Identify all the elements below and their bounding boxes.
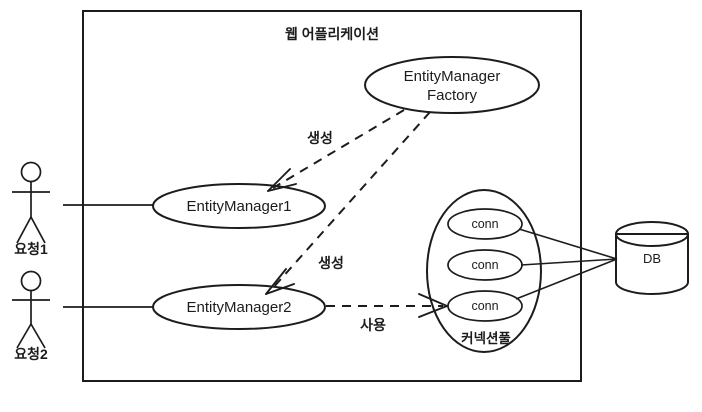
actor-head-icon (20, 161, 42, 183)
arrowhead-upper (418, 293, 448, 307)
edge-conn1-to-database (518, 228, 618, 260)
edge-label-create-1: 생성 (307, 130, 333, 146)
actor-right-leg-line (30, 323, 46, 349)
node-connection-pool[interactable]: 커넥션풀 (426, 189, 542, 353)
edge-label-create-2: 생성 (318, 255, 344, 271)
edge-label-use: 사용 (360, 317, 386, 333)
node-database[interactable]: DB (615, 221, 689, 295)
edge-conn2-to-database (520, 258, 618, 266)
connection-3[interactable]: conn (447, 290, 523, 322)
container-title: 웹 어플리케이션 (285, 26, 379, 42)
edge-entitymanager2-to-connection: 사용 (326, 293, 448, 333)
edge-factory-to-entitymanager2: 생성 (265, 111, 431, 295)
actor-2-label: 요청2 (14, 346, 48, 362)
edge-line (271, 111, 431, 290)
conn-1-label: conn (471, 217, 498, 231)
conn-2-ellipse[interactable] (447, 249, 523, 281)
arrowhead-upper (265, 268, 287, 295)
entitymanager2-ellipse[interactable] (152, 284, 326, 330)
entitymanager-factory-label-line1: EntityManager (404, 68, 501, 85)
node-entitymanager-1[interactable]: EntityManager1 (152, 183, 326, 229)
entitymanager1-label: EntityManager1 (186, 198, 291, 215)
database-body[interactable] (615, 233, 689, 295)
actor-1-label: 요청1 (14, 241, 48, 257)
conn-3-label: conn (471, 299, 498, 313)
connection-2[interactable]: conn (447, 249, 523, 281)
entitymanager-factory-label-line2: Factory (427, 87, 478, 104)
actor-head-icon (20, 270, 42, 292)
actor-request-1: 요청1 (12, 161, 50, 257)
arrowhead-lower (265, 283, 295, 295)
entitymanager1-ellipse[interactable] (152, 183, 326, 229)
conn-2-label: conn (471, 258, 498, 272)
conn-3-ellipse[interactable] (447, 290, 523, 322)
edge-line (272, 109, 405, 189)
node-entitymanager-factory[interactable]: EntityManager Factory (364, 56, 540, 114)
edge-factory-to-entitymanager1: 생성 (267, 109, 405, 192)
web-application-container: 웹 어플리케이션 (82, 10, 582, 382)
connection-pool-ellipse[interactable] (426, 189, 542, 353)
arrowhead-upper (267, 168, 291, 192)
node-entitymanager-2[interactable]: EntityManager2 (152, 284, 326, 330)
connection-1[interactable]: conn (447, 208, 523, 240)
conn-1-ellipse[interactable] (447, 208, 523, 240)
arrowhead-lower (418, 305, 448, 318)
database-top-ellipse (615, 221, 689, 247)
actor-request-2: 요청2 (12, 270, 50, 362)
edge-conn3-to-database (515, 258, 618, 300)
arrowhead-lower (267, 183, 297, 192)
connection-pool-label: 커넥션풀 (461, 330, 511, 346)
actor-left-leg-line (16, 216, 32, 244)
actor-left-leg-line (16, 323, 32, 349)
database-label: DB (643, 251, 661, 266)
actor-right-leg-line (30, 216, 46, 244)
container-rect (82, 10, 582, 382)
entitymanager2-label: EntityManager2 (186, 299, 291, 316)
entitymanager-factory-ellipse[interactable] (364, 56, 540, 114)
